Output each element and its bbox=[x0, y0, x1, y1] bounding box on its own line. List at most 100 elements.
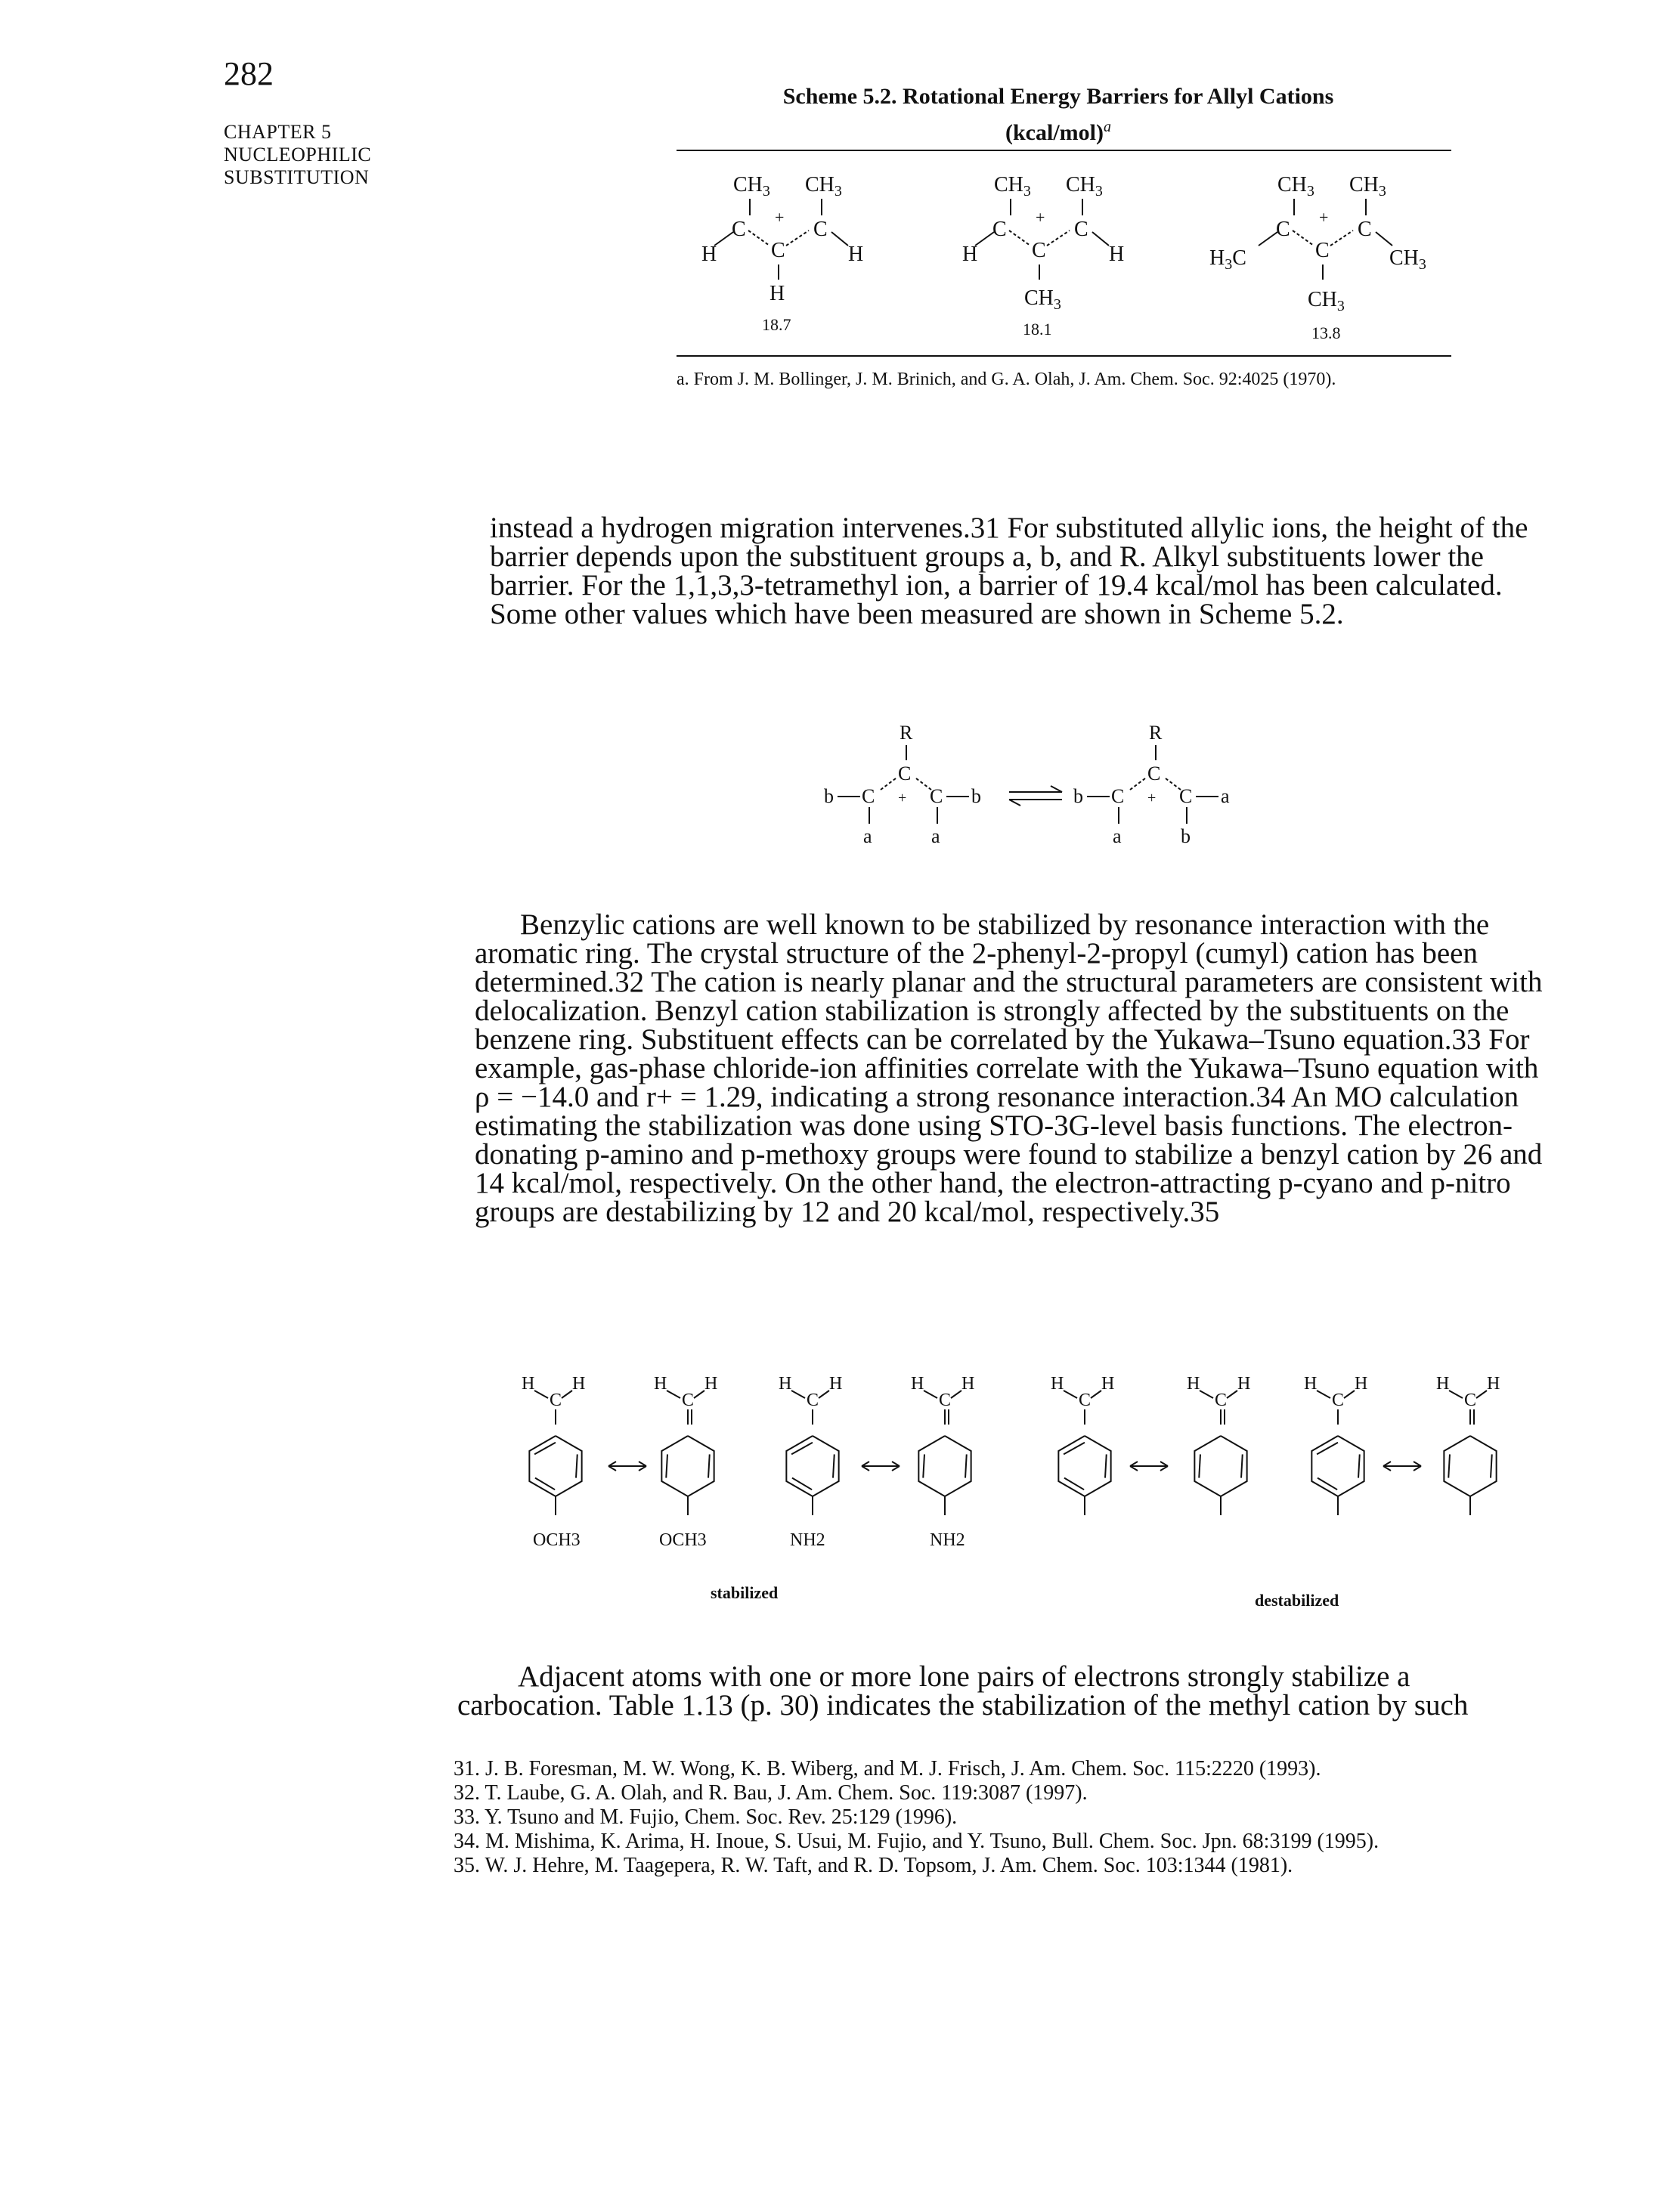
svg-text:H: H bbox=[1436, 1374, 1449, 1394]
substituent-label: NH2 bbox=[930, 1530, 965, 1550]
svg-text:H: H bbox=[1109, 243, 1124, 266]
paragraph-2: Benzylic cations are well known to be st… bbox=[475, 908, 1582, 1228]
svg-text:a: a bbox=[1221, 785, 1230, 807]
svg-text:H: H bbox=[572, 1374, 585, 1394]
scheme-bottom-rule bbox=[677, 355, 1451, 357]
resonance-arrow bbox=[1129, 1461, 1169, 1471]
benzyl-cation-structure: H HC bbox=[1436, 1374, 1500, 1515]
text-line: example, gas-phase chloride-ion affiniti… bbox=[475, 1052, 1539, 1084]
benzyl-cation-structure: H HC bbox=[1187, 1374, 1250, 1515]
svg-text:C: C bbox=[992, 218, 1007, 241]
svg-text:H: H bbox=[829, 1374, 842, 1394]
svg-text:C: C bbox=[807, 1391, 819, 1410]
text-line: delocalization. Benzyl cation stabilizat… bbox=[475, 995, 1510, 1027]
text-line: Adjacent atoms with one or more lone pai… bbox=[518, 1660, 1410, 1693]
text-line: donating p-amino and p-methoxy groups we… bbox=[475, 1138, 1543, 1171]
svg-text:CH3: CH3 bbox=[733, 173, 770, 200]
svg-text:C: C bbox=[898, 763, 911, 784]
chapter-heading: CHAPTER 5 NUCLEOPHILIC SUBSTITUTION bbox=[224, 121, 371, 189]
scheme-footnote: a. From J. M. Bollinger, J. M. Brinich, … bbox=[677, 370, 1336, 389]
svg-text:R: R bbox=[1149, 722, 1163, 744]
scheme-title-line1: Scheme 5.2. Rotational Energy Barriers f… bbox=[782, 84, 1334, 109]
reference-list: 31. J. B. Foresman, M. W. Wong, K. B. Wi… bbox=[454, 1757, 1572, 1878]
scheme-title-line2: (kcal/mol)a bbox=[1005, 119, 1111, 145]
svg-text:H: H bbox=[1355, 1374, 1367, 1394]
text-line: determined.32 The cation is nearly plana… bbox=[475, 966, 1543, 998]
svg-text:CH3: CH3 bbox=[1308, 288, 1345, 314]
svg-text:C: C bbox=[771, 239, 785, 262]
svg-text:a: a bbox=[1113, 825, 1122, 847]
text-line: barrier depends upon the substituent gro… bbox=[490, 540, 1484, 573]
svg-text:CH3: CH3 bbox=[994, 173, 1031, 200]
svg-text:b: b bbox=[824, 785, 834, 807]
svg-text:b: b bbox=[1073, 785, 1083, 807]
svg-text:C: C bbox=[1464, 1391, 1476, 1410]
text-line: Some other values which have been measur… bbox=[490, 598, 1344, 630]
svg-text:C: C bbox=[1032, 239, 1046, 262]
svg-text:H: H bbox=[769, 282, 785, 305]
svg-text:C: C bbox=[1079, 1391, 1091, 1410]
svg-text:H: H bbox=[522, 1374, 534, 1394]
barrier-value: 13.8 bbox=[1311, 323, 1341, 342]
svg-text:C: C bbox=[682, 1391, 694, 1410]
svg-text:+: + bbox=[1147, 790, 1156, 806]
svg-text:H: H bbox=[1101, 1374, 1114, 1394]
svg-text:H: H bbox=[848, 243, 863, 266]
text-line: benzene ring. Substituent effects can be… bbox=[475, 1023, 1530, 1056]
text-line: Benzylic cations are well known to be st… bbox=[520, 908, 1490, 941]
svg-text:H3C: H3C bbox=[1209, 246, 1246, 273]
svg-text:CH3: CH3 bbox=[1066, 173, 1103, 200]
svg-text:H: H bbox=[1237, 1374, 1250, 1394]
allyl-equilibrium-figure: R C + C C b b a a R C + C C b a a bbox=[824, 722, 1230, 847]
svg-text:C: C bbox=[1332, 1391, 1344, 1410]
barrier-value: 18.7 bbox=[762, 315, 791, 334]
destabilized-label: destabilized bbox=[1255, 1591, 1339, 1610]
svg-text:C: C bbox=[1315, 239, 1330, 262]
svg-text:H: H bbox=[1187, 1374, 1200, 1394]
svg-text:b: b bbox=[1181, 825, 1191, 847]
svg-text:H: H bbox=[704, 1374, 717, 1394]
svg-text:C: C bbox=[939, 1391, 951, 1410]
svg-text:+: + bbox=[1036, 208, 1045, 227]
reference-item: 34. M. Mishima, K. Arima, H. Inoue, S. U… bbox=[454, 1830, 1379, 1853]
reference-item: 35. W. J. Hehre, M. Taagepera, R. W. Taf… bbox=[454, 1854, 1293, 1877]
svg-text:H: H bbox=[654, 1374, 667, 1394]
allyl-structure-right: R C + C C b a a b bbox=[1073, 722, 1230, 847]
reference-item: 31. J. B. Foresman, M. W. Wong, K. B. Wi… bbox=[454, 1757, 1321, 1780]
svg-text:H: H bbox=[961, 1374, 974, 1394]
allyl-cation-structures: CH3 CH3 C C + C H H H 18.7 CH3 CH3 C C +… bbox=[701, 173, 1426, 342]
chapter-line: CHAPTER 5 bbox=[224, 121, 332, 143]
svg-text:H: H bbox=[962, 243, 977, 266]
text-line: carbocation. Table 1.13 (p. 30) indicate… bbox=[457, 1689, 1469, 1722]
svg-text:CH3: CH3 bbox=[1389, 246, 1426, 273]
svg-text:b: b bbox=[971, 785, 981, 807]
svg-text:R: R bbox=[900, 722, 913, 744]
svg-text:H: H bbox=[779, 1374, 791, 1394]
paragraph-1: instead a hydrogen migration intervenes.… bbox=[490, 513, 1593, 630]
svg-text:C: C bbox=[862, 785, 875, 807]
benzyl-cation-structure: H HC bbox=[654, 1374, 717, 1515]
svg-text:C: C bbox=[1215, 1391, 1227, 1410]
page-number: 282 bbox=[224, 55, 274, 92]
svg-text:C: C bbox=[732, 218, 746, 241]
text-line: aromatic ring. The crystal structure of … bbox=[475, 937, 1478, 970]
svg-text:a: a bbox=[863, 825, 872, 847]
svg-text:C: C bbox=[550, 1391, 562, 1410]
text-line: 14 kcal/mol, respectively. On the other … bbox=[475, 1167, 1511, 1199]
barrier-value: 18.1 bbox=[1023, 320, 1052, 339]
allyl-cation-structure: CH3 CH3 C C + C H3C CH3 CH3 13.8 bbox=[1209, 173, 1426, 342]
svg-text:H: H bbox=[1487, 1374, 1500, 1394]
svg-text:C: C bbox=[930, 785, 943, 807]
svg-text:C: C bbox=[1147, 763, 1160, 784]
text-line: groups are destabilizing by 12 and 20 kc… bbox=[475, 1196, 1220, 1228]
resonance-arrow bbox=[608, 1461, 647, 1471]
allyl-cation-structure: CH3 CH3 C C + C H H H 18.7 bbox=[701, 173, 863, 334]
svg-text:CH3: CH3 bbox=[1024, 286, 1061, 313]
substituent-label: OCH3 bbox=[533, 1530, 581, 1550]
resonance-arrow bbox=[1383, 1461, 1422, 1471]
scheme-title: Scheme 5.2. Rotational Energy Barriers f… bbox=[665, 82, 1451, 148]
svg-text:C: C bbox=[1111, 785, 1124, 807]
